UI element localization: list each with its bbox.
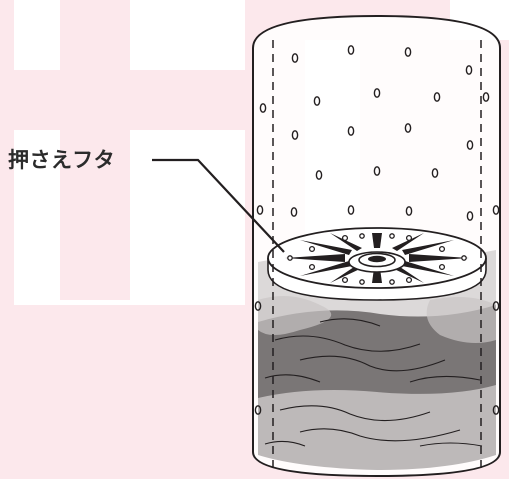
soil-layers	[258, 250, 496, 470]
callout-leader	[152, 158, 285, 253]
container-dashed-edges	[272, 40, 482, 470]
container-holes	[254, 45, 500, 415]
lid-callout-label: 押さえフタ	[8, 148, 116, 172]
container-outline	[252, 14, 501, 478]
pressing-lid	[267, 227, 487, 301]
